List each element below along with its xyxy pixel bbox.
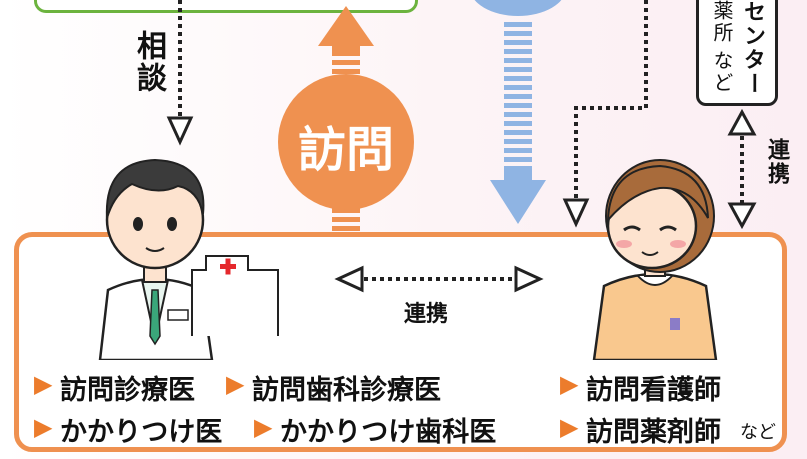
org-box [696,0,778,106]
role-visit-doctor: 訪問診療医 [60,375,195,406]
role-bullet-icon: ▶ [34,413,53,441]
visit-label: 訪問 [297,122,394,178]
renkei-center-label: 連携 [404,302,449,327]
doctor-illustration [98,158,214,360]
consult-dotted-arrow [166,0,194,146]
role-family-doctor: かかりつけ医 [60,417,223,448]
top-green-box [34,0,418,13]
role-bullet-icon: ▶ [560,370,579,398]
role-bullet-icon: ▶ [34,370,53,398]
box-nurse-link [727,108,757,230]
blue-circle [470,0,566,16]
renkei-vertical-label: 連携 [764,138,789,186]
role-etc: など [740,422,776,443]
visit-circle [278,74,414,210]
role-visit-nurse: 訪問看護師 [586,375,721,406]
role-bullet-icon: ▶ [560,413,579,441]
blue-down-arrow [490,22,546,224]
role-visit-dentist: 訪問歯科診療医 [252,375,441,406]
role-visit-pharmacist: 訪問薬剤師 [586,417,721,448]
org-box-line-2: 薬所 [710,0,734,44]
nurse-dotted-arrow [562,0,648,228]
role-family-dentist: かかりつけ歯科医 [280,417,497,448]
consult-label: 相談 [131,30,166,94]
role-bullet-icon: ▶ [226,370,245,398]
nurse-illustration [592,159,718,360]
org-box-line-1: センター [740,0,765,96]
org-box-line-3: など [710,50,734,94]
clinic-building [191,255,279,336]
doctor-nurse-link [334,265,544,293]
role-bullet-icon: ▶ [254,413,273,441]
